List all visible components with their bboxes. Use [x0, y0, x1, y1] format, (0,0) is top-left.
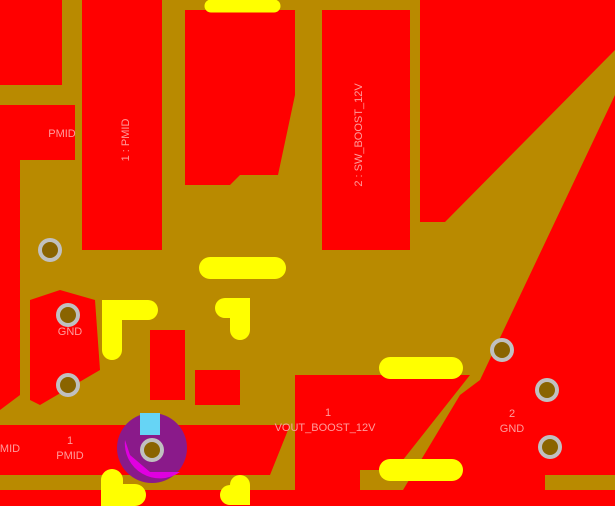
via[interactable] [538, 435, 562, 459]
copper-pour-top-left [0, 0, 62, 85]
pad-corner[interactable] [215, 298, 250, 340]
copper-pour-vout [295, 375, 470, 506]
pin-number-gnd: 2 [509, 408, 515, 420]
net-label-mid: MID [0, 443, 20, 455]
pad-bottom-center[interactable] [220, 475, 250, 505]
pad-label-pmid: 1 : PMID [120, 119, 132, 162]
via[interactable] [56, 303, 80, 327]
net-label-vout: VOUT_BOOST_12V [275, 422, 377, 434]
pad-bottom-left[interactable] [101, 469, 146, 506]
pin-number-vout: 1 [325, 407, 331, 419]
copper-pour-top-right [420, 0, 615, 222]
net-label-pmid-bottom: PMID [56, 450, 84, 462]
copper-pour-sw-boost [322, 10, 410, 250]
copper-island-2 [195, 370, 240, 405]
pad-l-shape[interactable] [102, 300, 158, 360]
vias [38, 238, 562, 459]
copper-pour-left-edge [0, 105, 20, 410]
net-label-pmid: PMID [48, 128, 76, 140]
via[interactable] [535, 378, 559, 402]
selected-via[interactable] [117, 413, 187, 483]
copper-pour-pmid [20, 105, 75, 160]
net-label-gnd-left: GND [58, 326, 83, 338]
copper-island-1 [150, 330, 185, 400]
copper-pour-pmid-pad [82, 0, 162, 250]
via[interactable] [490, 338, 514, 362]
via[interactable] [56, 373, 80, 397]
pad-top[interactable] [204, 0, 281, 13]
via[interactable] [38, 238, 62, 262]
pad-label-sw-boost: 2 : SW_BOOST_12V [353, 83, 365, 187]
net-label-gnd: GND [500, 423, 525, 435]
copper-pour-gnd [400, 95, 615, 495]
copper-pour-bottom [0, 490, 615, 506]
copper-pour-gnd-left [30, 290, 100, 405]
pin-number-pmid: 1 [67, 435, 73, 447]
copper-pour-center-top [185, 10, 295, 185]
